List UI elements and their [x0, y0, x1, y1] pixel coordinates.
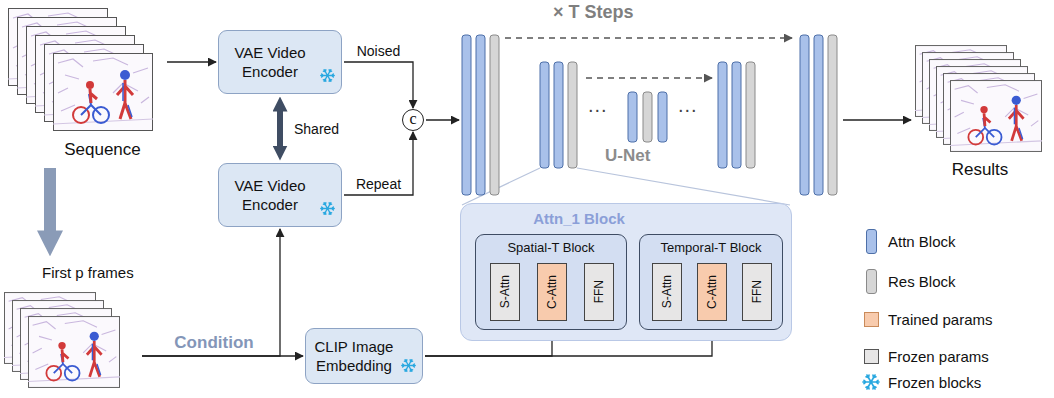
node-text: First p frames	[42, 264, 134, 281]
zoom-line	[462, 168, 790, 205]
snowflake-icon	[862, 373, 880, 391]
attn-bar	[800, 35, 809, 195]
attn-bar	[718, 62, 727, 168]
encoder-box: CLIP Image Embedding	[305, 328, 423, 384]
unet-bars	[462, 35, 837, 195]
shared-arrow	[277, 110, 283, 147]
legend-sample	[860, 369, 882, 395]
layer-box: C-Attn	[537, 263, 567, 321]
node-text: Attn_1 Block	[461, 210, 697, 227]
res-bar	[490, 35, 499, 195]
legend-swatch	[866, 269, 877, 294]
legend-entry: Trained params	[860, 306, 993, 332]
node-text: Sequence	[40, 140, 165, 160]
node-text: VAE Video Encoder	[226, 176, 314, 214]
flow-arrow	[142, 355, 303, 356]
node-text: Temporal-T Block	[640, 240, 782, 255]
legend-entry: Frozen blocks	[860, 369, 981, 395]
block-arrow	[44, 168, 56, 233]
node-text: S-Attn	[660, 275, 674, 308]
flow-arrow	[142, 229, 280, 356]
node-text: Spatial-T Block	[476, 240, 626, 255]
legend-sample	[860, 228, 882, 254]
attn-bar	[628, 92, 637, 142]
image-stack: First p frames	[0, 258, 140, 396]
legend-swatch	[864, 349, 879, 364]
attn-bar	[732, 62, 741, 168]
snowflake-icon	[320, 68, 335, 83]
video-frame	[950, 81, 1042, 152]
legend-sample	[860, 343, 882, 369]
legend-text: Frozen params	[888, 348, 989, 365]
step-count: × T Steps	[553, 2, 634, 23]
video-frame	[53, 54, 153, 131]
concat-circle: c	[402, 109, 424, 131]
flow-arrow	[344, 62, 413, 108]
video-frame	[28, 317, 120, 388]
snowflake-icon	[401, 358, 416, 373]
legend-text: Frozen blocks	[888, 374, 981, 391]
layer-box: C-Attn	[697, 263, 727, 321]
encoder-box: VAE Video Encoder	[218, 163, 342, 227]
condition-label: Condition	[172, 333, 255, 353]
flow-arrow	[167, 61, 216, 62]
layer-box: FFN	[742, 263, 772, 321]
res-bar	[746, 62, 755, 168]
layer-box: FFN	[584, 263, 614, 321]
node-text: Results	[925, 160, 1035, 180]
node-text: C-Attn	[545, 275, 559, 309]
snowflake-strokes	[321, 203, 335, 215]
node-text: FFN	[592, 280, 606, 303]
res-bar	[568, 62, 577, 168]
snowflake-strokes	[863, 375, 879, 389]
legend-sample	[860, 306, 882, 332]
node-text: C-Attn	[705, 275, 719, 309]
ellipsis: ...	[588, 94, 608, 117]
legend-sample	[860, 268, 882, 294]
res-bar	[828, 35, 837, 195]
legend-entry: Res Block	[860, 268, 956, 294]
encoder-box: VAE Video Encoder	[218, 30, 342, 94]
node-text: FFN	[750, 280, 764, 303]
sub-block: Temporal-T BlockS-Attn C-Attn FFN	[639, 234, 783, 330]
attn-bar	[476, 35, 485, 195]
attn-bar	[814, 35, 823, 195]
legend-swatch	[866, 229, 877, 254]
edge-label: Noised	[355, 43, 403, 59]
legend-swatch	[864, 312, 879, 327]
node-text: S-Attn	[498, 275, 512, 308]
ellipsis: ...	[678, 94, 698, 117]
layer-box: S-Attn	[490, 263, 520, 321]
legend-text: Attn Block	[888, 233, 956, 250]
flow-arrow	[843, 119, 911, 120]
layer-box: S-Attn	[652, 263, 682, 321]
node-text: VAE Video Encoder	[226, 43, 314, 81]
node-text: c	[409, 111, 416, 127]
image-stack: Sequence	[0, 0, 165, 165]
flow-arrow	[344, 132, 413, 195]
attn-bar	[554, 62, 563, 168]
flow-arrow	[426, 119, 459, 120]
network-name: U-Net	[605, 146, 650, 166]
attn-bar	[462, 35, 471, 195]
attn-bar	[658, 92, 667, 142]
skip-arrow	[586, 77, 712, 78]
res-bar	[643, 92, 652, 142]
edge-label: Shared	[292, 121, 341, 137]
attn-bar	[540, 62, 549, 168]
legend-text: Res Block	[888, 273, 956, 290]
edge-label: Repeat	[354, 176, 403, 192]
legend-entry: Frozen params	[860, 343, 989, 369]
snowflake-strokes	[402, 360, 416, 372]
legend-entry: Attn Block	[860, 228, 956, 254]
legend-text: Trained params	[888, 311, 993, 328]
sub-block: Spatial-T BlockS-Attn C-Attn FFN	[475, 234, 627, 330]
image-stack: Results	[905, 40, 1050, 185]
skip-arrow	[505, 37, 792, 38]
snowflake-strokes	[321, 70, 335, 82]
node-text: CLIP Image Embedding	[313, 337, 395, 375]
block-group: Attn_1 BlockSpatial-T BlockS-Attn C-Attn F…	[460, 203, 792, 341]
snowflake-icon	[320, 201, 335, 216]
